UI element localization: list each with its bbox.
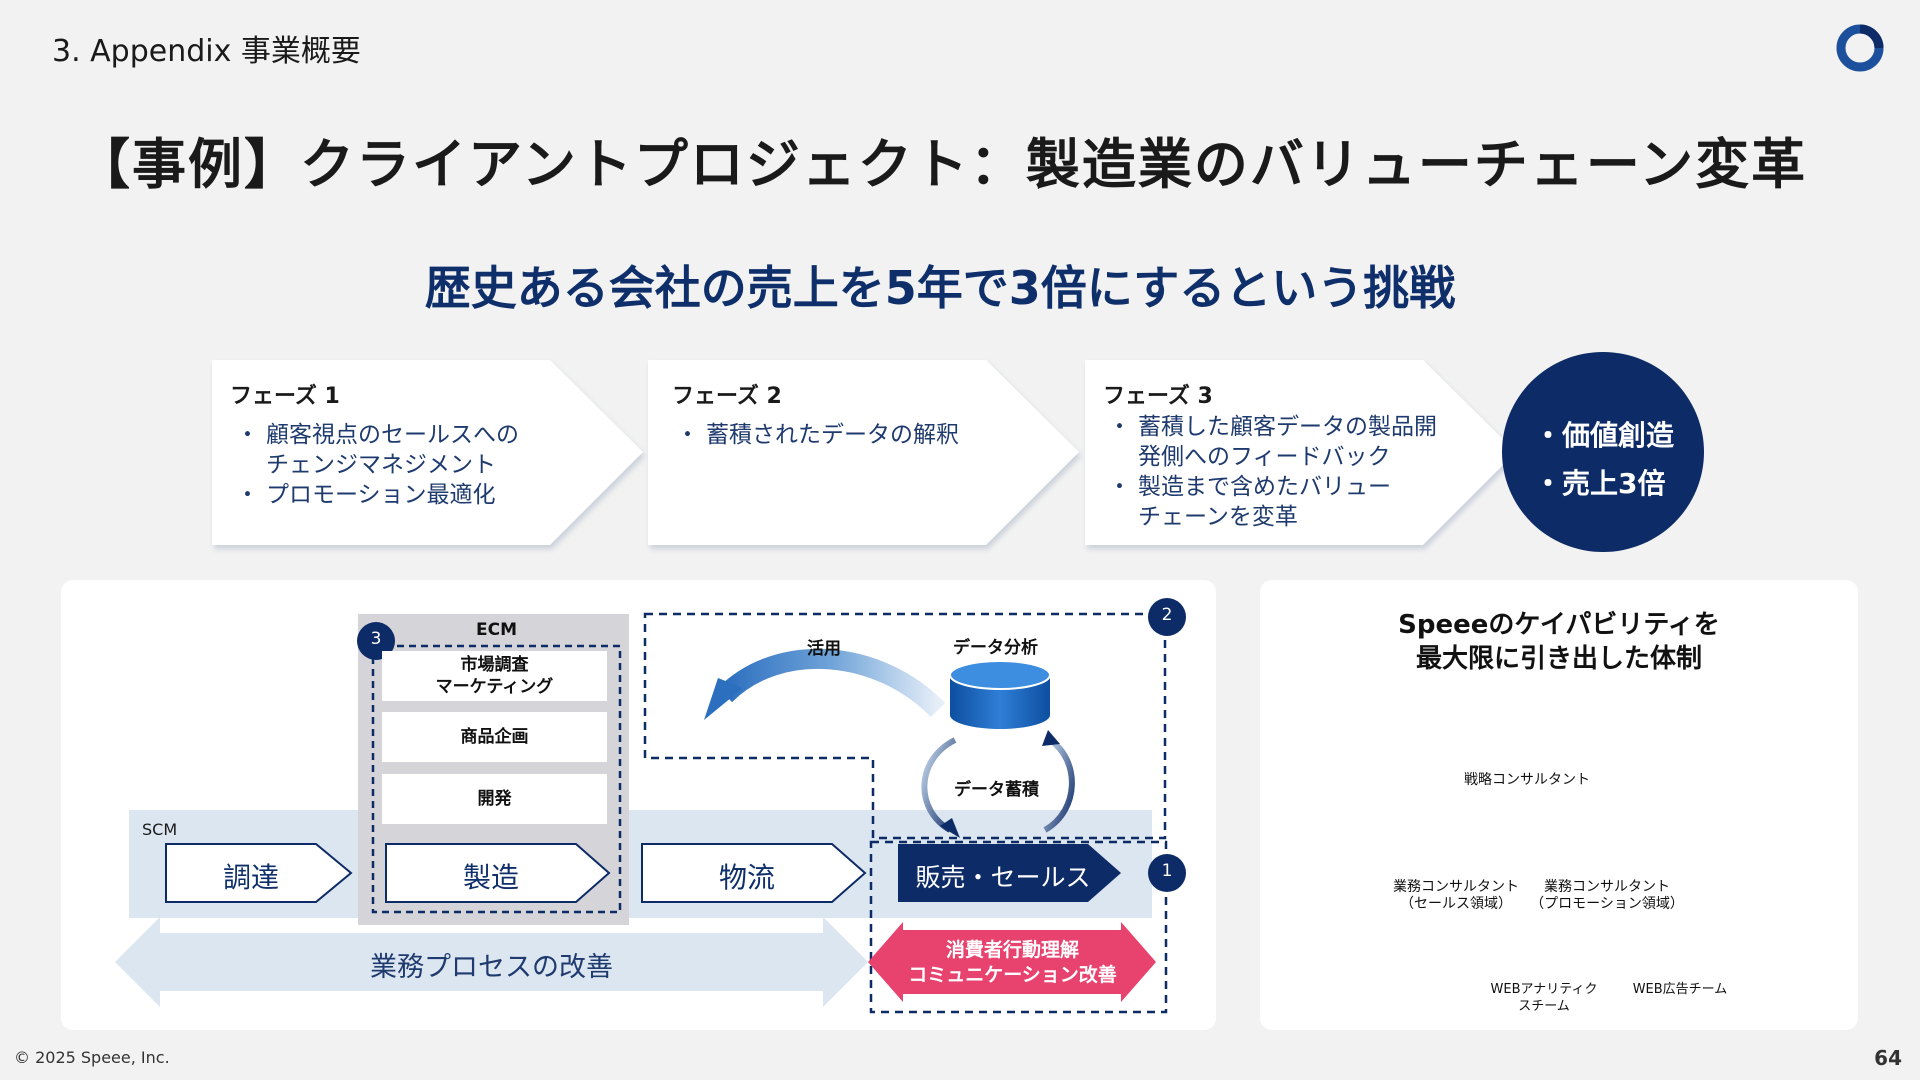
- phase-1-bullets: 顧客視点のセールスへの チェンジマネジメント プロモーション最適化: [236, 420, 566, 510]
- company-logo-icon: [1836, 24, 1884, 72]
- phase-2-title: フェーズ 2: [672, 384, 782, 409]
- phase-3-bullet-cont: 発側へのフィードバック: [1138, 444, 1391, 470]
- phase-3-bullets: 蓄積した顧客データの製品開 発側へのフィードバック 製造まで含めたバリュー チェ…: [1108, 412, 1448, 532]
- step-sales-label: 販売・セールス: [915, 863, 1091, 892]
- step-manufacturing-label: 製造: [462, 861, 519, 894]
- analysis-label: データ分析: [953, 638, 1038, 658]
- phase-1-title: フェーズ 1: [230, 384, 340, 409]
- phase-3-title: フェーズ 3: [1103, 384, 1213, 409]
- capability-title-line-1: Speeeのケイパビリティを: [1398, 610, 1720, 640]
- web-analytics-team-label: WEBアナリティク スチーム: [1482, 981, 1606, 1015]
- biz-consultant-promo-label: 業務コンサルタント （プロモーション領域）: [1527, 879, 1687, 913]
- ecm-item-development: 開発: [382, 774, 607, 824]
- goal-circle: ・価値創造 ・売上3倍: [1502, 352, 1704, 552]
- phase-3-bullet-cont: チェーンを変革: [1138, 504, 1298, 530]
- phase-1-bullet-cont: チェンジマネジメント: [266, 452, 496, 478]
- consumer-line-1: 消費者行動理解: [945, 939, 1079, 961]
- page-subtitle: 歴史ある会社の売上を5年で3倍にするという挑戦: [424, 261, 1456, 315]
- step-logistics-label: 物流: [718, 861, 775, 894]
- phase-1-bullet: 顧客視点のセールスへの: [236, 420, 566, 450]
- phase-2-bullet: 蓄積されたデータの解釈: [676, 420, 1006, 450]
- web-analytics-line-1: WEBアナリティク: [1490, 982, 1598, 997]
- page-number: 64: [1874, 1046, 1902, 1070]
- section-label: 3. Appendix 事業概要: [52, 34, 361, 69]
- page-title: 【事例】クライアントプロジェクト：製造業のバリューチェーン変革: [76, 133, 1808, 196]
- step-procurement-label: 調達: [222, 861, 279, 894]
- capability-panel: [1260, 580, 1858, 1030]
- ecm-item-product-planning: 商品企画: [382, 712, 607, 762]
- strategy-consultant-label: 戦略コンサルタント: [1464, 772, 1590, 788]
- badge-3: 3: [370, 629, 382, 649]
- phase-3-bullet: 製造まで含めたバリュー: [1108, 472, 1448, 502]
- biz-consultant-promo-title: 業務コンサルタント: [1544, 879, 1670, 895]
- badge-1: 1: [1161, 861, 1173, 881]
- copyright: © 2025 Speee, Inc.: [14, 1048, 170, 1067]
- storage-label: データ蓄積: [954, 780, 1039, 800]
- phase-2-bullets: 蓄積されたデータの解釈: [676, 420, 1006, 450]
- usage-label: 活用: [807, 639, 841, 659]
- phase-1-bullet: プロモーション最適化: [236, 480, 566, 510]
- scm-label: SCM: [142, 820, 178, 839]
- goal-item: ・売上3倍: [1534, 467, 1666, 500]
- ecm-item-market-research: 市場調査 マーケティング: [382, 651, 607, 701]
- biz-consultant-sales-sub: （セールス領域）: [1400, 896, 1512, 912]
- consumer-understanding-label: 消費者行動理解 コミュニケーション改善: [880, 938, 1145, 988]
- phase-3-bullet: 蓄積した顧客データの製品開: [1108, 412, 1448, 442]
- biz-consultant-sales-label: 業務コンサルタント （セールス領域）: [1376, 879, 1536, 913]
- capability-title: Speeeのケイパビリティを 最大限に引き出した体制: [1260, 608, 1858, 676]
- capability-title-line-2: 最大限に引き出した体制: [1415, 644, 1702, 674]
- ecm-label: ECM: [476, 620, 518, 640]
- process-improvement-label: 業務プロセスの改善: [370, 952, 613, 983]
- biz-consultant-promo-sub: （プロモーション領域）: [1530, 896, 1684, 912]
- badge-2: 2: [1161, 605, 1173, 625]
- web-analytics-line-2: スチーム: [1518, 999, 1570, 1014]
- consumer-line-2: コミュニケーション改善: [908, 964, 1117, 986]
- web-ads-team-label: WEB広告チーム: [1632, 982, 1728, 997]
- goal-item: ・価値創造: [1534, 419, 1675, 452]
- biz-consultant-sales-title: 業務コンサルタント: [1393, 879, 1519, 895]
